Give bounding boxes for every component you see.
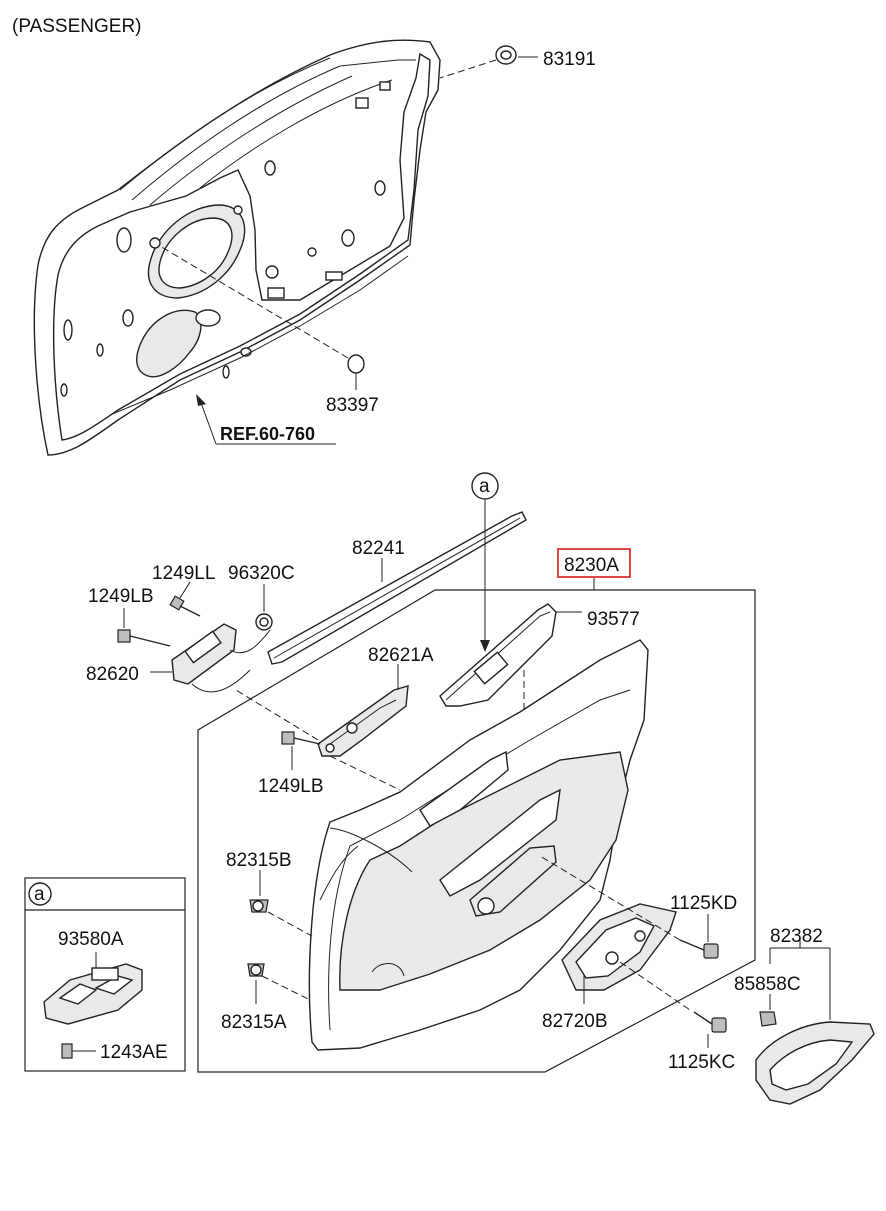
label-1243ae: 1243AE	[100, 1042, 168, 1063]
label-82382: 82382	[770, 926, 823, 947]
ref-arrow	[196, 394, 336, 445]
assembly-frame	[197, 589, 756, 1073]
bolt-1125kc	[693, 1011, 727, 1048]
handle-bracket-82621a	[235, 664, 409, 791]
weatherstrip-82241	[267, 511, 527, 665]
label-83191: 83191	[543, 49, 596, 70]
screw-1249lb-middle	[281, 731, 321, 770]
pull-handle-82720b	[561, 903, 691, 1011]
grommet-83191	[439, 45, 538, 79]
label-83397: 83397	[326, 395, 379, 416]
callout-a-circle	[471, 472, 499, 500]
label-1125kd: 1125KD	[670, 893, 737, 914]
callout-a: a	[479, 476, 490, 497]
label-96320c: 96320C	[228, 563, 295, 584]
armrest-cover-82382	[755, 940, 875, 1105]
passenger-side-label: (PASSENGER)	[12, 16, 142, 37]
clip-85858c	[759, 994, 777, 1027]
bolt-1125kd	[539, 855, 719, 959]
inside-handle-82620	[150, 613, 273, 693]
label-82621a: 82621A	[368, 645, 434, 666]
label-1249lb-top: 1249LB	[88, 586, 154, 607]
label-93577: 93577	[587, 609, 640, 630]
label-82315b: 82315B	[226, 850, 292, 871]
highlight-box-8230a	[557, 548, 631, 578]
clip-82315a	[247, 963, 311, 1004]
plug-83397	[159, 245, 365, 390]
screw-1249ll	[169, 581, 201, 617]
label-8230a: 8230A	[564, 555, 619, 576]
label-1249ll: 1249LL	[152, 563, 215, 584]
label-85858c: 85858C	[734, 974, 801, 995]
label-ref-60-760: REF.60-760	[220, 424, 315, 444]
label-82720b: 82720B	[542, 1011, 608, 1032]
inset-box	[24, 877, 186, 1072]
inset-badge: a	[34, 884, 45, 905]
label-82315a: 82315A	[221, 1012, 287, 1033]
power-window-switch-93580a	[43, 952, 143, 1059]
label-82241: 82241	[352, 538, 405, 559]
label-82620: 82620	[86, 664, 139, 685]
door-trim-panel	[308, 639, 649, 1051]
clip-82315b	[249, 870, 313, 937]
label-1125kc: 1125KC	[668, 1052, 735, 1073]
label-93580a: 93580A	[58, 929, 124, 950]
label-1249lb-middle: 1249LB	[258, 776, 324, 797]
callout-a-arrow	[480, 640, 490, 652]
screw-1249lb-top	[117, 608, 171, 647]
door-inner-panel	[33, 39, 441, 456]
